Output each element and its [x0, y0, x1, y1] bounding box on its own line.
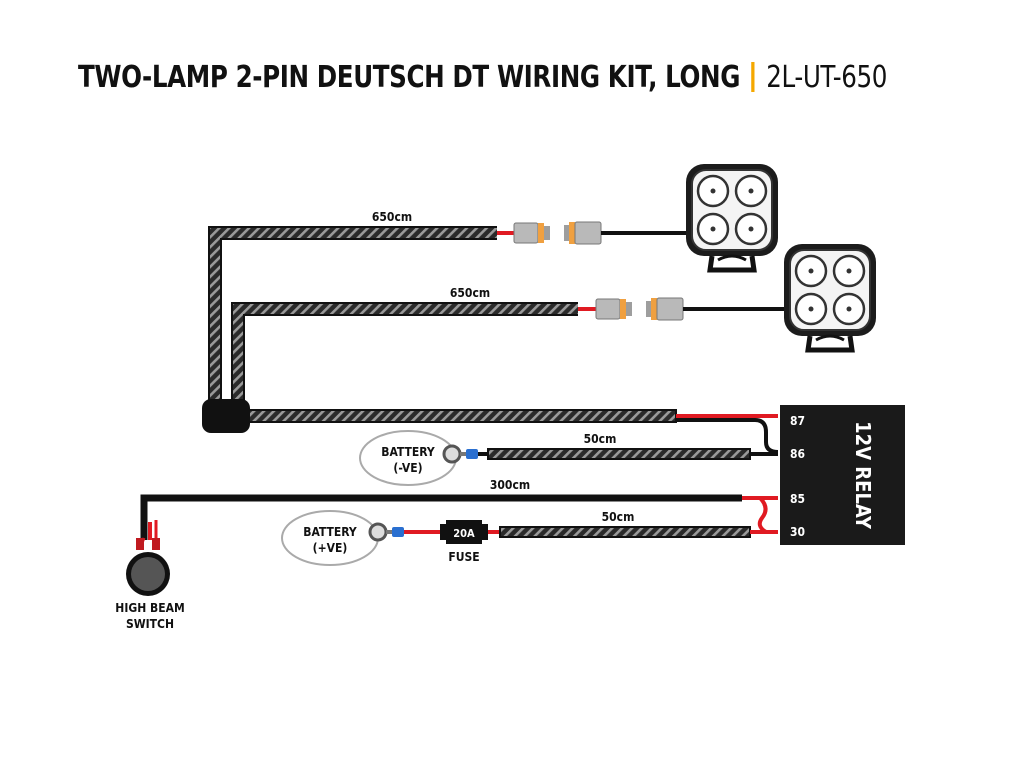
led-lamp-icon [686, 164, 778, 270]
battery-pos-length-label: 50cm [602, 510, 635, 524]
rocker-switch-icon [126, 520, 170, 596]
deutsch-connector-female-icon [645, 297, 684, 321]
relay-pin-85: 85 [790, 492, 805, 506]
relay-pin-86: 86 [790, 447, 805, 461]
deutsch-connector-female-icon [563, 221, 602, 245]
fuse-label: FUSE [448, 550, 479, 564]
relay-label: 12V RELAY [851, 421, 875, 530]
lamp2-connection [578, 244, 876, 350]
lamp-harness [202, 226, 677, 433]
fuse-rating: 20A [453, 527, 475, 540]
battery-pos-line2: (+VE) [313, 541, 348, 555]
battery-negative-lead: BATTERY (-VE) [359, 430, 778, 486]
led-lamp-icon [784, 244, 876, 350]
title-product-code: 2L-UT-650 [766, 59, 887, 95]
switch-label-line1: HIGH BEAM [115, 601, 184, 615]
relay: 87 86 85 30 12V RELAY [780, 405, 905, 545]
fuse-icon: 20A [440, 520, 488, 544]
switch-length-label: 300cm [490, 478, 530, 492]
battery-neg-line1: BATTERY [381, 445, 435, 459]
ring-terminal-icon [442, 444, 478, 464]
lamp1-length-label: 650cm [372, 210, 412, 224]
lamp2-length-label: 650cm [450, 286, 490, 300]
battery-neg-length-label: 50cm [584, 432, 617, 446]
battery-positive-lead: BATTERY (+VE) 20A FUSE [281, 496, 778, 566]
title-main: TWO-LAMP 2-PIN DEUTSCH DT WIRING KIT, LO… [78, 59, 741, 95]
lamp1-connection [497, 164, 778, 270]
relay-pin-30: 30 [790, 525, 805, 539]
title-separator [751, 62, 755, 92]
ring-terminal-icon [368, 522, 404, 542]
battery-neg-line2: (-VE) [393, 461, 422, 475]
switch-label-line2: SWITCH [126, 617, 174, 631]
battery-pos-line1: BATTERY [303, 525, 357, 539]
relay-pin-87: 87 [790, 414, 805, 428]
harness-splice-block [202, 399, 250, 433]
deutsch-connector-male-icon [513, 222, 551, 244]
deutsch-connector-male-icon [595, 298, 633, 320]
diagram-title: TWO-LAMP 2-PIN DEUTSCH DT WIRING KIT, LO… [78, 52, 887, 102]
